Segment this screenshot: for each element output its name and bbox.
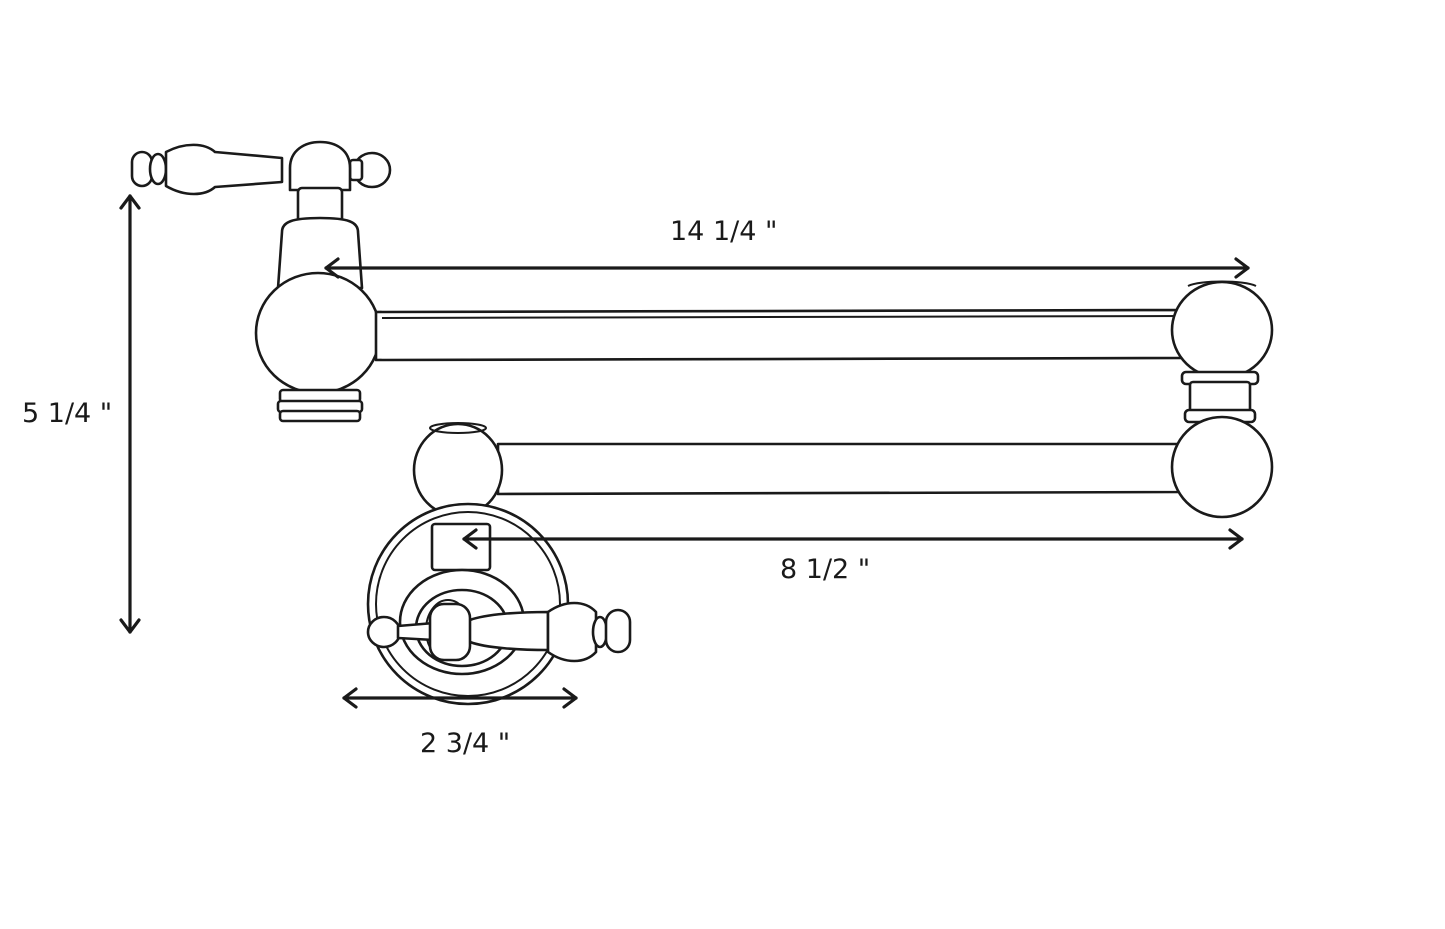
upper-handle-lever [130, 143, 392, 196]
dimension-label-inner: 8 1/2 " [780, 554, 870, 585]
upper-arm [374, 308, 1190, 362]
lower-arm [496, 442, 1188, 496]
dimension-label-flange: 2 3/4 " [420, 728, 510, 759]
dimension-flange-diameter: 2 3/4 " [342, 687, 578, 759]
dimension-label-overall: 14 1/4 " [670, 216, 777, 247]
right-upper-swivel-joint [1170, 280, 1274, 424]
upper-valve-body [130, 140, 392, 423]
lower-handle-lever [366, 601, 632, 663]
dimension-inner-arm: 8 1/2 " [462, 528, 1244, 585]
right-lower-swivel-joint [1170, 415, 1274, 519]
dimension-height: 5 1/4 " [22, 194, 141, 634]
dimension-overall-length: 14 1/4 " [324, 216, 1250, 279]
dimension-label-height: 5 1/4 " [22, 398, 112, 429]
